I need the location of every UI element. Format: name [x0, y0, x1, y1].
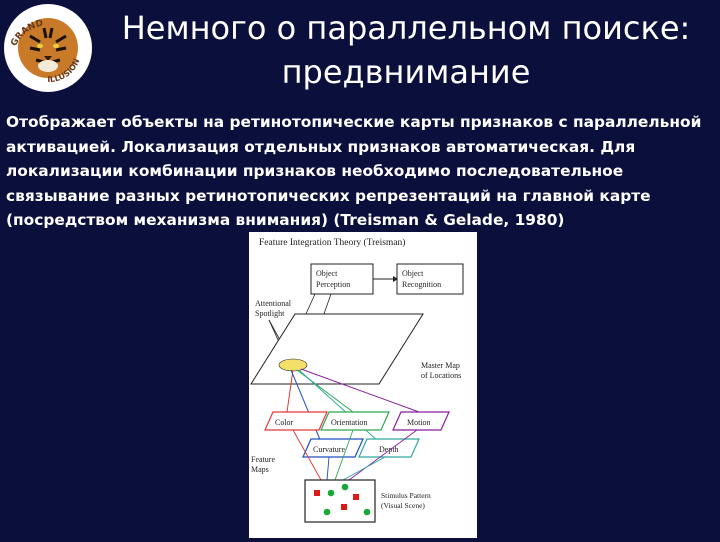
motion-feature-label: Motion — [407, 418, 431, 427]
stimulus-to-color-line — [292, 429, 322, 481]
stimulus-to-orientation-line — [334, 429, 354, 481]
body-line-2: активацией. Локализация отдельных призна… — [6, 137, 636, 156]
slide-body-text: Отображает объекты на ретинотопические к… — [6, 110, 712, 233]
body-line-5: (посредством механизма внимания) (Treism… — [6, 211, 565, 229]
stimulus-green-circle-4 — [363, 508, 371, 516]
attentional-spotlight-label-1: Attentional — [255, 299, 292, 308]
stimulus-to-depth-line — [342, 456, 386, 481]
stimulus-pattern-label-2: (Visual Scene) — [381, 501, 425, 510]
motion-to-map-line — [300, 368, 420, 413]
motion-feature-map — [392, 411, 450, 431]
body-line-1: Отображает объекты на ретинотопические к… — [6, 113, 702, 131]
slide-title-line-1: Немного о параллельном поиске: — [121, 9, 691, 47]
object-recognition-label-2: Recognition — [402, 280, 441, 289]
slide-title: Немного о параллельном поиске: предвнима… — [92, 6, 720, 94]
object-recognition-box — [396, 263, 464, 295]
color-feature-label: Color — [275, 418, 294, 427]
stimulus-to-motion-line — [348, 429, 418, 481]
slide-title-line-2: предвнимание — [281, 53, 531, 91]
color-feature-map — [264, 411, 328, 431]
tiger-eye-left — [37, 43, 43, 49]
perception-recognition-arrowhead — [393, 276, 398, 282]
body-line-3: локализации комбинации признаков необход… — [6, 162, 624, 180]
stimulus-pattern-label-1: Stimulus Pattern — [381, 491, 431, 500]
feature-integration-diagram: Feature Integration Theory (Treisman) Ob… — [249, 232, 477, 538]
tiger-face — [18, 18, 78, 78]
stimulus-green-circle-1 — [327, 489, 335, 497]
attentional-spotlight-label-2: Spotlight — [255, 309, 285, 318]
diagram-title: Feature Integration Theory (Treisman) — [259, 237, 405, 248]
tiger-eye-right — [53, 43, 59, 49]
diagram-canvas: Feature Integration Theory (Treisman) Ob… — [250, 237, 464, 523]
orientation-feature-label: Orientation — [331, 418, 367, 427]
color-to-map-line — [286, 369, 294, 413]
depth-feature-map — [358, 438, 420, 458]
grand-illusion-logo: GRAND ILLUSION — [0, 0, 96, 96]
stimulus-red-square-2 — [353, 494, 359, 500]
object-perception-label-1: Object — [316, 269, 338, 278]
orientation-feature-map — [320, 411, 390, 431]
tiger-stripes — [29, 27, 67, 64]
tiger-muzzle — [38, 60, 58, 72]
tiger-nose — [44, 56, 52, 61]
master-map-label-1: Master Map — [421, 361, 460, 370]
stimulus-to-curvature-line — [326, 456, 330, 481]
stimulus-pattern-box — [304, 479, 376, 523]
master-map-plane — [250, 313, 424, 385]
stimulus-red-square-3 — [341, 504, 347, 510]
curvature-feature-label: Curvature — [313, 445, 345, 454]
depth-feature-label: Depth — [379, 445, 399, 454]
stimulus-green-circle-3 — [323, 508, 331, 516]
tiger-logo-icon: GRAND ILLUSION — [4, 4, 92, 92]
feature-maps-label-1: Feature — [251, 455, 275, 464]
feature-maps-label-2: Maps — [251, 465, 269, 474]
object-perception-label-2: Perception — [316, 280, 350, 289]
stimulus-green-circle-2 — [341, 483, 349, 491]
master-map-label-2: of Locations — [421, 371, 461, 380]
object-recognition-label-1: Object — [402, 269, 424, 278]
body-line-4: связывание разных ретинотопических репре… — [6, 186, 651, 205]
stimulus-red-square-1 — [314, 490, 320, 496]
